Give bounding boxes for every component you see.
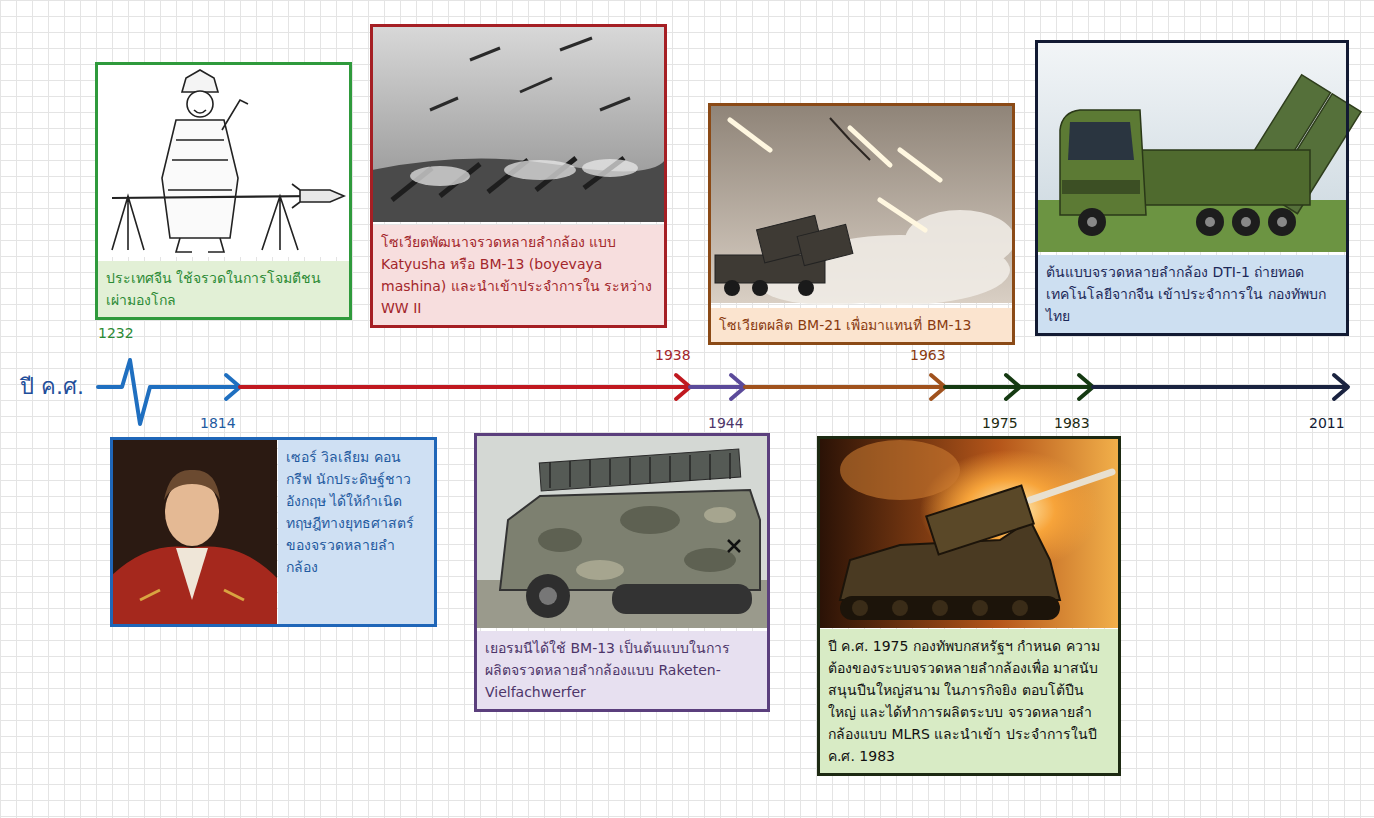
event-card: เยอรมนีได้ใช้ BM-13 เป็นต้นแบบในการ ผลิต… [474,433,770,712]
event-text: ปี ค.ศ. 1975 กองทัพบกสหรัฐฯ กำหนด ความต้… [828,635,1110,767]
timeline-arrows [98,360,1348,424]
event-card: โซเวียตพัฒนาจรวดหลายลำกล้อง แบบ Katyusha… [370,24,667,328]
picture-slot [373,27,664,225]
year-label: 1938 [655,346,691,364]
year-label: 1963 [910,346,946,364]
event-text: ประเทศจีน ใช้จรวดในการโจมตีชน เผ่ามองโกล [106,267,341,311]
caption-panel: โซเวียตผลิต BM-21 เพื่อมาแทนที่ BM-13 [711,308,1012,342]
caption-panel: เยอรมนีได้ใช้ BM-13 เป็นต้นแบบในการ ผลิต… [477,631,767,709]
event-card: ปี ค.ศ. 1975 กองทัพบกสหรัฐฯ กำหนด ความต้… [817,436,1121,776]
caption-panel: โซเวียตพัฒนาจรวดหลายลำกล้อง แบบ Katyusha… [373,225,664,325]
year-label: 1975 [982,414,1018,432]
event-card: เซอร์ วิลเลียม คอน กรีฟ นักประดิษฐ์ชาว อ… [110,437,437,627]
caption-panel: ต้นแบบจรวดหลายลำกล้อง DTI-1 ถ่ายทอด เทคโ… [1038,255,1346,333]
bm21-photo [710,105,1015,305]
picture-slot [98,65,349,261]
event-text: โซเวียตผลิต BM-21 เพื่อมาแทนที่ BM-13 [719,314,1004,336]
year-label: 1232 [98,324,134,342]
event-text: เซอร์ วิลเลียม คอน กรีฟ นักประดิษฐ์ชาว อ… [286,446,426,578]
event-card: ต้นแบบจรวดหลายลำกล้อง DTI-1 ถ่ายทอด เทคโ… [1035,40,1349,336]
year-label: 1814 [200,414,236,432]
event-text: ต้นแบบจรวดหลายลำกล้อง DTI-1 ถ่ายทอด เทคโ… [1046,261,1338,327]
year-label: 1944 [708,414,744,432]
event-text: โซเวียตพัฒนาจรวดหลายลำกล้อง แบบ Katyusha… [381,231,656,319]
picture-slot [477,436,767,631]
picture-slot [820,439,1118,629]
katyusha-photo [372,26,665,222]
event-text: เยอรมนีได้ใช้ BM-13 เป็นต้นแบบในการ ผลิต… [485,637,759,703]
picture-slot [1038,43,1346,255]
congreve-portrait [112,439,277,625]
event-card: ประเทศจีน ใช้จรวดในการโจมตีชน เผ่ามองโกล [95,62,352,320]
picture-slot [113,440,278,624]
year-label: 2011 [1309,414,1345,432]
event-card: โซเวียตผลิต BM-21 เพื่อมาแทนที่ BM-13 [708,103,1015,345]
dti1-photo [1037,42,1361,252]
caption-panel: ประเทศจีน ใช้จรวดในการโจมตีชน เผ่ามองโกล [98,261,349,317]
year-label: 1983 [1054,414,1090,432]
mlrs-photo [819,438,1119,628]
picture-slot [711,106,1012,308]
chinese-rocket-drawing [97,64,350,257]
caption-panel: เซอร์ วิลเลียม คอน กรีฟ นักประดิษฐ์ชาว อ… [278,440,434,624]
halftrack-photo [476,435,768,628]
axis-title: ปี ค.ศ. [20,372,84,401]
caption-panel: ปี ค.ศ. 1975 กองทัพบกสหรัฐฯ กำหนด ความต้… [820,629,1118,773]
